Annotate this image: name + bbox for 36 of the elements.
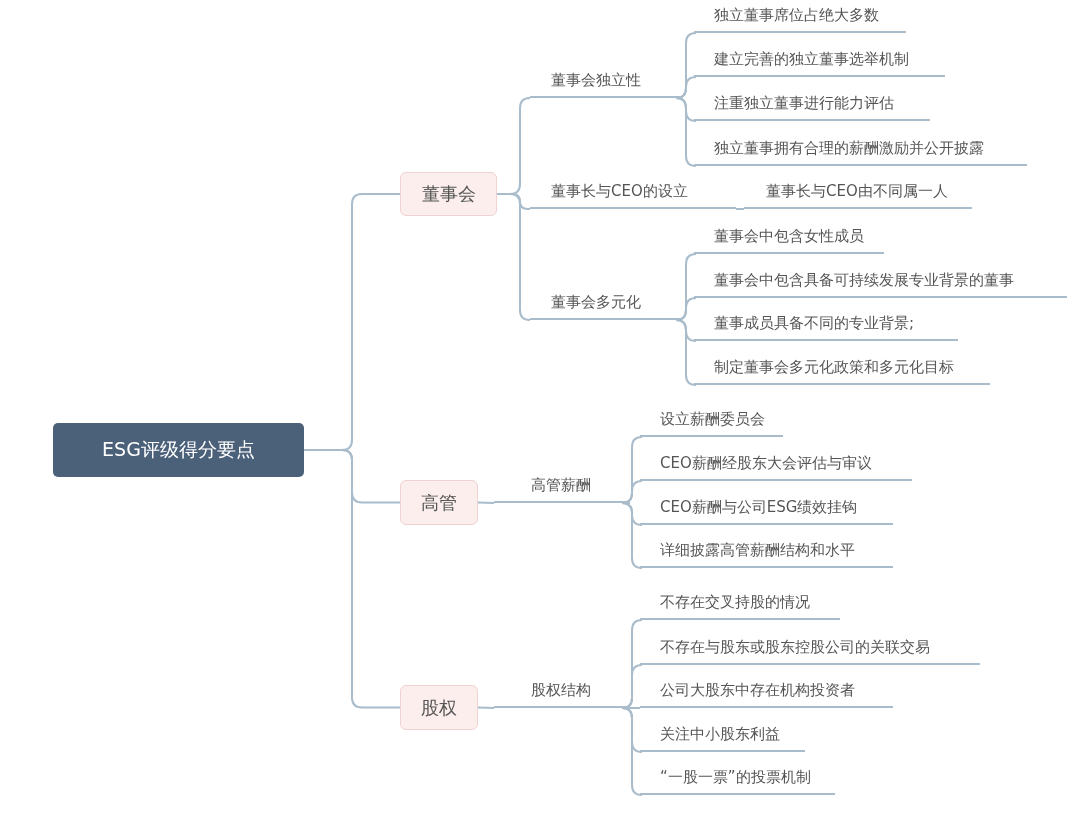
connector-line (629, 707, 641, 709)
topic-box: 股权 (400, 685, 478, 730)
underlined-topic: 股权结构 (494, 676, 630, 708)
connector-line (477, 706, 495, 709)
topic-box: 董事会 (400, 172, 497, 216)
underlined-topic: 董事长与CEO由不同属一人 (744, 177, 972, 209)
underlined-topic: 董事会中包含女性成员 (694, 222, 884, 254)
underlined-topic: 注重独立董事进行能力评估 (694, 89, 930, 121)
connector-line (735, 208, 745, 210)
underlined-topic: 董事会多元化 (530, 288, 682, 320)
underlined-topic: 设立薪酬委员会 (640, 405, 783, 437)
topic-box: 高管 (400, 480, 478, 525)
root-topic-box: ESG评级得分要点 (53, 423, 304, 477)
underlined-topic: CEO薪酬经股东大会评估与审议 (640, 449, 912, 481)
underlined-topic: 关注中小股东利益 (640, 720, 805, 752)
connector-line (621, 707, 643, 796)
underlined-topic: 详细披露高管薪酬结构和水平 (640, 536, 893, 568)
connector-line (303, 449, 401, 709)
underlined-topic: “一股一票”的投票机制 (640, 763, 835, 795)
underlined-topic: 董事长与CEO的设立 (530, 177, 736, 209)
underlined-topic: 董事会独立性 (530, 66, 682, 98)
underlined-topic: 董事会中包含具备可持续发展专业背景的董事 (694, 266, 1067, 298)
connector-line (675, 97, 697, 167)
underlined-topic: 建立完善的独立董事选举机制 (694, 45, 945, 77)
connector-line (675, 319, 697, 386)
underlined-topic: 董事成员具备不同的专业背景; (694, 309, 958, 341)
connector-line (621, 502, 643, 569)
underlined-topic: 公司大股东中存在机构投资者 (640, 676, 893, 708)
underlined-topic: 高管薪酬 (494, 471, 630, 503)
connector-line (477, 501, 495, 504)
underlined-topic: CEO薪酬与公司ESG绩效挂钩 (640, 493, 893, 525)
underlined-topic: 制定董事会多元化政策和多元化目标 (694, 353, 990, 385)
underlined-topic: 独立董事拥有合理的薪酬激励并公开披露 (694, 134, 1027, 166)
underlined-topic: 不存在与股东或股东控股公司的关联交易 (640, 633, 980, 665)
underlined-topic: 不存在交叉持股的情况 (640, 588, 840, 620)
underlined-topic: 独立董事席位占绝大多数 (694, 1, 906, 33)
